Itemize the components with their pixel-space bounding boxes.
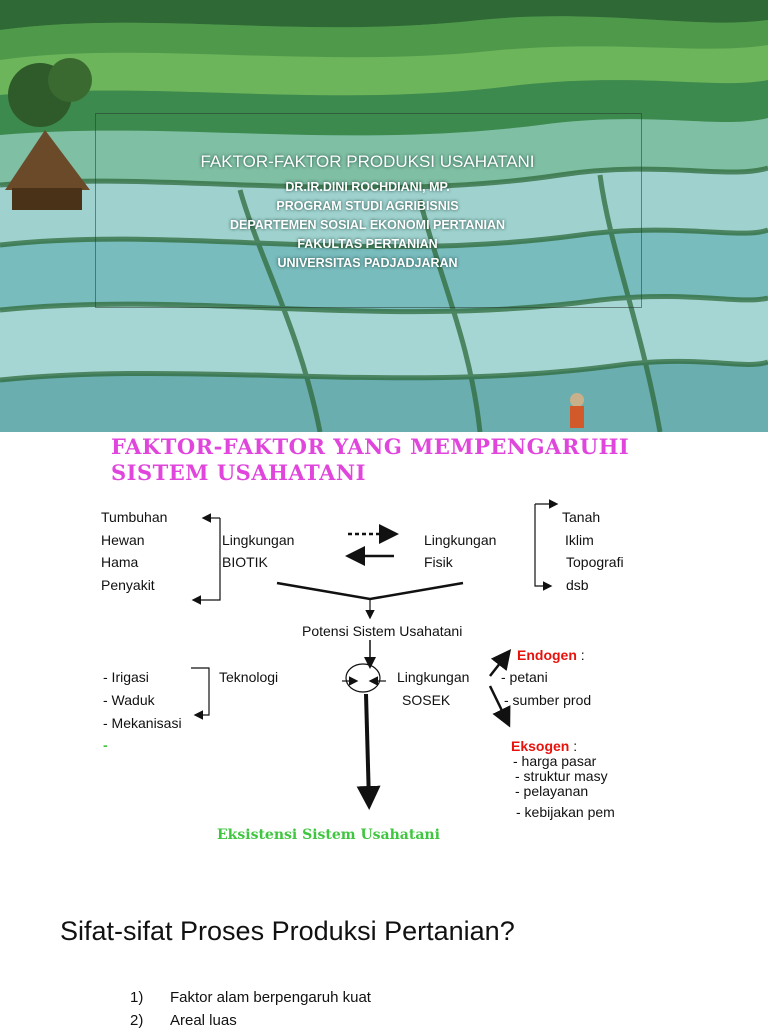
author-line: DR.IR.DINI ROCHDIANI, MP.	[285, 180, 450, 194]
tech-item: - Mekanisasi	[103, 715, 182, 731]
biotic-item: Hewan	[101, 532, 145, 548]
list-item: Faktor alam berpengaruh kuat	[170, 989, 371, 1006]
diagram-heading-line2: SISTEM USAHATANI	[111, 460, 366, 485]
eksogen-item: - pelayanan	[515, 783, 589, 799]
endogen-colon: :	[576, 647, 585, 663]
tech-item: - Waduk	[103, 692, 155, 708]
eksogen-item: - harga pasar	[513, 753, 597, 769]
properties-slide: Sifat-sifat Proses Produksi Pertanian? 1…	[0, 872, 768, 1029]
tech-item: -	[103, 737, 108, 753]
physic-item: dsb	[566, 577, 589, 593]
program-line: PROGRAM STUDI AGRIBISNIS	[276, 199, 459, 213]
potensi-label: Potensi Sistem Usahatani	[302, 623, 463, 639]
biotic-label: BIOTIK	[222, 554, 268, 570]
slide-title: Sifat-sifat Proses Produksi Pertanian?	[60, 916, 515, 946]
diagram-heading-line1: FAKTOR-FAKTOR YANG MEMPENGARUHI	[111, 434, 630, 459]
biotic-item: Penyakit	[101, 577, 155, 593]
rice-terrace-photo	[0, 0, 768, 432]
physic-label: Fisik	[424, 554, 453, 570]
endogen-item: - petani	[501, 669, 548, 685]
biotic-item: Tumbuhan	[101, 509, 168, 525]
physic-item: Iklim	[565, 532, 594, 548]
faculty-line: FAKULTAS PERTANIAN	[297, 237, 438, 251]
presentation-title: FAKTOR-FAKTOR PRODUKSI USAHATANI	[200, 152, 535, 171]
eksogen-colon: :	[569, 738, 578, 754]
physic-item: Tanah	[562, 509, 601, 525]
endogen-label: Endogen	[517, 647, 577, 663]
title-slide: FAKTOR-FAKTOR PRODUKSI USAHATANI DR.IR.D…	[0, 0, 768, 432]
sosek-label: Lingkungan	[397, 669, 470, 685]
university-line: UNIVERSITAS PADJADJARAN	[277, 256, 458, 270]
title-frame	[95, 113, 642, 308]
eksistensi-label: Eksistensi Sistem Usahatani	[217, 827, 440, 843]
endogen-item: - sumber prod	[504, 692, 592, 708]
eksogen-item: - struktur masy	[515, 768, 608, 784]
eksogen-item: - kebijakan pem	[516, 804, 615, 820]
sosek-label: SOSEK	[402, 692, 451, 708]
endogen-heading: Endogen :	[517, 647, 585, 663]
tech-item: - Irigasi	[103, 669, 149, 685]
diagram-slide: FAKTOR-FAKTOR YANG MEMPENGARUHI SISTEM U…	[0, 432, 768, 872]
list-item-number: 1)	[130, 989, 144, 1006]
physic-label: Lingkungan	[424, 532, 497, 548]
eksogen-heading: Eksogen :	[511, 738, 577, 754]
eksogen-label: Eksogen	[511, 738, 570, 754]
list-item: Areal luas	[170, 1012, 237, 1029]
biotic-item: Hama	[101, 554, 139, 570]
physic-item: Topografi	[566, 554, 624, 570]
diagram-connectors	[191, 499, 559, 810]
department-line: DEPARTEMEN SOSIAL EKONOMI PERTANIAN	[229, 218, 506, 232]
biotic-label: Lingkungan	[222, 532, 295, 548]
list-item-number: 2)	[130, 1012, 144, 1029]
tech-label: Teknologi	[219, 669, 279, 685]
